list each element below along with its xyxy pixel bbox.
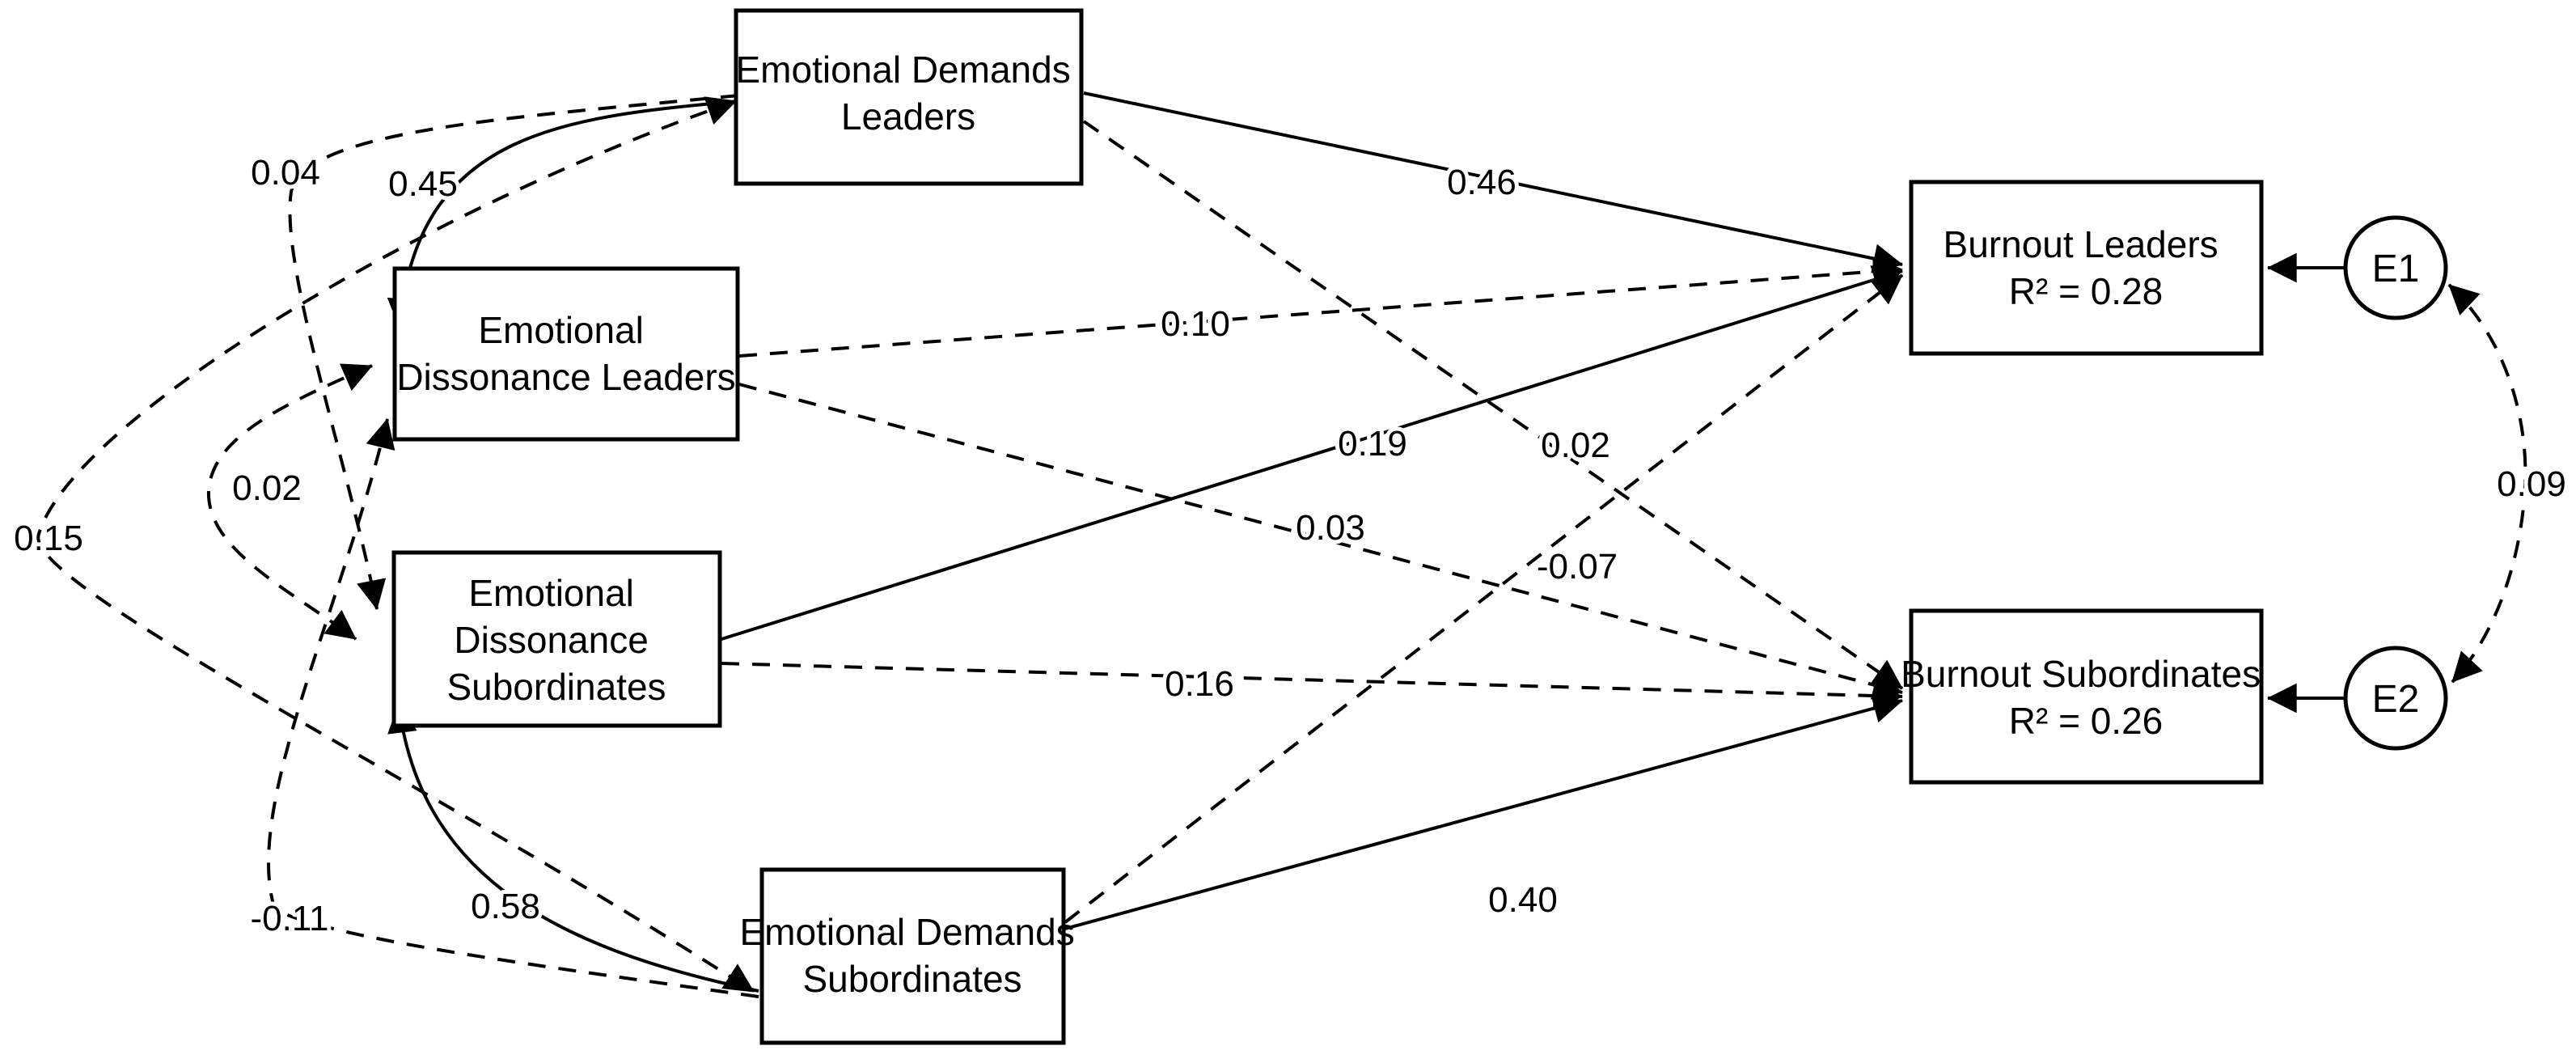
node-emotional-dissonance-subordinates: Emotional Dissonance Subordinates bbox=[391, 550, 722, 728]
path-demands-leaders-to-dissonance-leaders bbox=[387, 100, 739, 328]
path-dissonance-leaders-to-burnout-subordinates bbox=[738, 383, 1903, 700]
path-demands-subordinates-to-dissonance-leaders bbox=[267, 418, 759, 998]
coef-demands-leaders-to-burnout-subordinates: 0.02 bbox=[1541, 426, 1610, 465]
node-emotional-demands-subordinates: Emotional Demands Subordinates bbox=[740, 867, 1085, 1045]
path-demands-leaders-to-dissonance-subordinates bbox=[288, 94, 739, 610]
path-dissonance-leaders-dissonance-subordinates-correlation bbox=[206, 363, 373, 641]
node-label: Emotional Dissonance Leaders bbox=[396, 309, 735, 398]
path-demands-subordinates-to-burnout-leaders bbox=[1064, 273, 1904, 924]
coef-dissonance-leaders-to-burnout-subordinates: 0.03 bbox=[1296, 508, 1365, 548]
path-demands-leaders-demands-subordinates-correlation bbox=[36, 96, 755, 993]
path-error1-error2-correlation bbox=[2447, 283, 2527, 684]
path-dissonance-subordinates-to-burnout-subordinates bbox=[721, 662, 1903, 711]
error1-circle bbox=[2343, 215, 2448, 320]
coef-dissonance-leaders-to-burnout-leaders: 0.10 bbox=[1161, 304, 1230, 344]
node-box bbox=[1909, 608, 2264, 785]
node-emotional-dissonance-leaders: Emotional Dissonance Leaders bbox=[392, 266, 740, 442]
node-label: Emotional Demands Subordinates bbox=[740, 911, 1085, 1000]
error2-circle bbox=[2343, 646, 2448, 751]
node-emotional-demands-leaders: Emotional Demands Leaders bbox=[734, 8, 1084, 186]
coef-demands-leaders-to-dissonance-leaders: 0.45 bbox=[388, 164, 458, 204]
coef-dissonance-leaders-dissonance-subordinates-corr: 0.02 bbox=[232, 468, 302, 508]
node-box bbox=[1909, 180, 2264, 356]
node-box bbox=[391, 550, 722, 728]
path-dissonance-subordinates-to-burnout-leaders bbox=[721, 265, 1903, 641]
coef-demands-leaders-demands-subordinates-corr: 0.15 bbox=[14, 519, 83, 558]
path-demands-subordinates-to-burnout-subordinates bbox=[1064, 693, 1903, 930]
coef-demands-subordinates-to-dissonance-subordinates: 0.58 bbox=[471, 887, 540, 926]
node-burnout-leaders: Burnout Leaders R² = 0.28 bbox=[1909, 180, 2264, 356]
node-box bbox=[759, 867, 1066, 1045]
coef-demands-leaders-to-dissonance-subordinates: 0.04 bbox=[251, 153, 320, 193]
coef-demands-subordinates-to-dissonance-leaders: -0.11 bbox=[250, 899, 328, 938]
path-demands-leaders-to-burnout-subordinates bbox=[1082, 120, 1904, 690]
error2-label: E2 bbox=[2372, 678, 2420, 721]
coef-demands-subordinates-to-burnout-leaders: -0.07 bbox=[1537, 547, 1618, 587]
node-label: Emotional Demands Leaders bbox=[736, 49, 1081, 138]
node-label: Burnout Leaders R² = 0.28 bbox=[1944, 223, 2229, 312]
coef-dissonance-subordinates-to-burnout-leaders: 0.19 bbox=[1338, 424, 1407, 464]
node-label: Burnout Subordinates R² = 0.26 bbox=[1901, 653, 2271, 742]
coef-dissonance-subordinates-to-burnout-subordinates: 0.16 bbox=[1165, 664, 1234, 704]
node-box bbox=[392, 266, 740, 442]
node-label: Emotional Dissonance Subordinates bbox=[446, 572, 666, 708]
node-burnout-subordinates: Burnout Subordinates R² = 0.26 bbox=[1901, 608, 2271, 785]
node-error1: E1 bbox=[2343, 215, 2448, 320]
error1-label: E1 bbox=[2372, 248, 2420, 290]
path-demands-subordinates-to-dissonance-subordinates bbox=[387, 703, 759, 993]
node-error2: E2 bbox=[2343, 646, 2448, 751]
coef-demands-subordinates-to-burnout-subordinates: 0.40 bbox=[1488, 880, 1558, 920]
node-box bbox=[734, 8, 1084, 186]
coef-demands-leaders-to-burnout-leaders: 0.46 bbox=[1447, 163, 1516, 202]
path-dissonance-leaders-to-burnout-leaders bbox=[738, 256, 1903, 358]
path-demands-leaders-to-burnout-leaders bbox=[1083, 91, 1903, 273]
coef-error-covariance: 0.09 bbox=[2497, 464, 2566, 504]
